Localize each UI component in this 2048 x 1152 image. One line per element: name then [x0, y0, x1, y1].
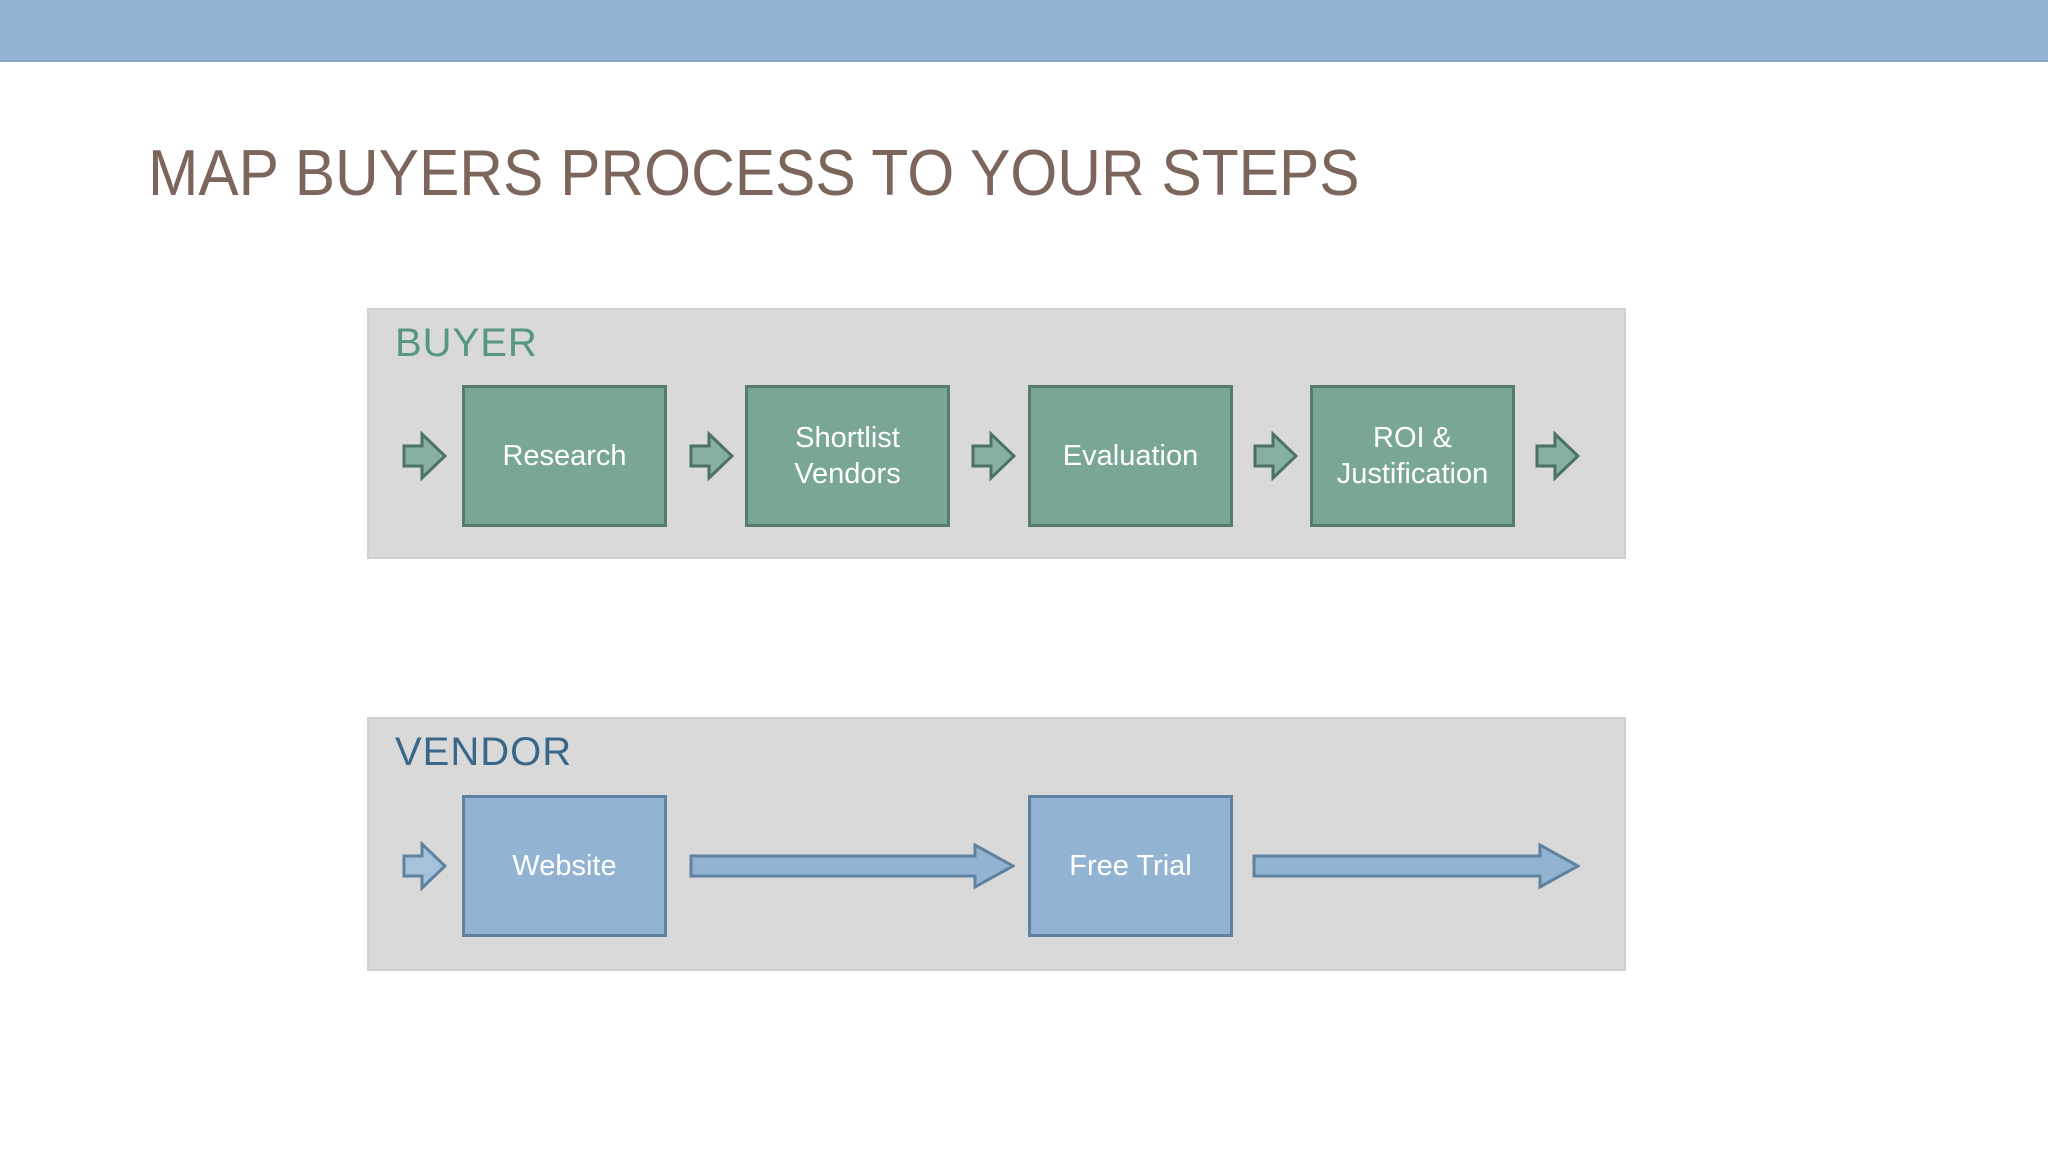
vendor-panel: VENDOR Website Free Trial [367, 717, 1626, 971]
long-flow-arrow-icon [689, 842, 1015, 890]
flow-arrow-icon [971, 431, 1016, 481]
flow-arrow-icon [402, 431, 447, 481]
buyer-panel: BUYER Research Shortlist Vendors Evaluat… [367, 308, 1626, 559]
buyer-step-label: Shortlist Vendors [794, 422, 901, 490]
flow-arrow-icon [689, 431, 734, 481]
vendor-step-label: Website [512, 850, 617, 882]
buyer-step-label: Evaluation [1062, 440, 1199, 472]
buyer-step-shortlist-vendors: Shortlist Vendors [745, 385, 950, 527]
flow-arrow-icon [1535, 431, 1580, 481]
buyer-panel-label: BUYER [395, 321, 538, 365]
slide-title: MAP BUYERS PROCESS TO YOUR STEPS [148, 136, 1360, 209]
vendor-panel-label: VENDOR [395, 730, 573, 774]
buyer-step-research: Research [462, 385, 667, 527]
flow-arrow-icon [402, 841, 447, 891]
long-flow-arrow-icon [1252, 842, 1580, 890]
buyer-step-label: Research [502, 440, 627, 472]
vendor-step-free-trial: Free Trial [1028, 795, 1233, 937]
buyer-step-evaluation: Evaluation [1028, 385, 1233, 527]
vendor-step-website: Website [462, 795, 667, 937]
flow-arrow-icon [1253, 431, 1298, 481]
slide-top-accent-bar [0, 0, 2048, 62]
buyer-step-roi-justification: ROI & Justification [1310, 385, 1515, 527]
vendor-step-label: Free Trial [1069, 850, 1192, 882]
buyer-step-label: ROI & Justification [1336, 422, 1489, 490]
